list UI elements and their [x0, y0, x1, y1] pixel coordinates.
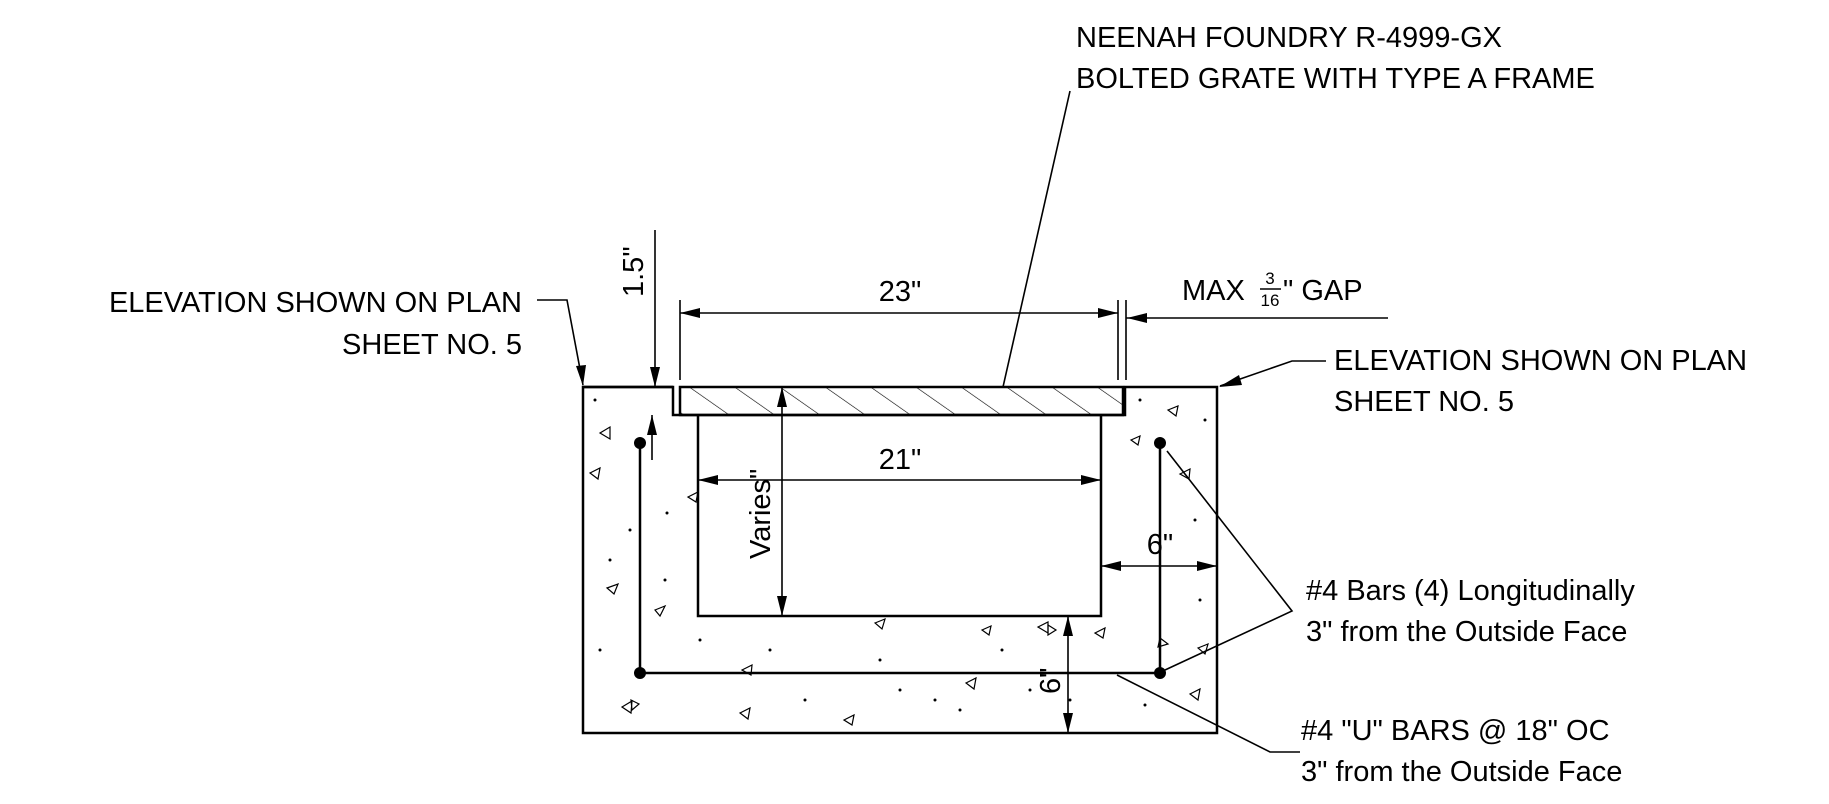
- elev-left-line1: ELEVATION SHOWN ON PLAN: [109, 287, 522, 319]
- elev-left-leader: [537, 299, 584, 386]
- grate-callout-line2: BOLTED GRATE WITH TYPE A FRAME: [1076, 63, 1595, 95]
- channel-outline: [696, 415, 1103, 618]
- gap-label-den: 16: [1261, 291, 1280, 310]
- dim-21-label: 21": [879, 444, 922, 476]
- u-bars-line1: #4 "U" BARS @ 18" OC: [1301, 715, 1610, 747]
- gap-label-num: 3: [1265, 269, 1274, 288]
- u-bar: [638, 443, 1162, 675]
- aggregate-texture: [588, 398, 1209, 726]
- u-bars-leader: [1116, 674, 1300, 753]
- gap-label-suffix: " GAP: [1283, 275, 1363, 307]
- long-bars-leader: [1164, 450, 1294, 671]
- dim-varies-label: Varies": [745, 469, 777, 559]
- elev-right-line2: SHEET NO. 5: [1334, 386, 1514, 418]
- u-bars-line2: 3" from the Outside Face: [1301, 756, 1622, 788]
- elev-right-leader: [1219, 360, 1326, 387]
- elev-right-line1: ELEVATION SHOWN ON PLAN: [1334, 345, 1747, 377]
- dim-23-label: 23": [879, 276, 922, 308]
- dim-wall-label: 6": [1147, 529, 1173, 561]
- concrete-section-outline: [581, 385, 1219, 735]
- grate-hatch: [680, 387, 1123, 415]
- dim-base-label: 6": [1035, 668, 1067, 694]
- grate-leader: [1002, 90, 1071, 388]
- grate-outline: [678, 385, 1125, 417]
- rebar-dot-bottom-left: [634, 667, 646, 679]
- long-bars-line2: 3" from the Outside Face: [1306, 616, 1627, 648]
- long-bars-line1: #4 Bars (4) Longitudinally: [1306, 575, 1635, 607]
- rebar-dot-bottom-right: [1154, 667, 1166, 679]
- rebar-dot-top-right: [1154, 437, 1166, 449]
- gap-label-prefix: MAX: [1182, 275, 1245, 307]
- rebar-dot-top-left: [634, 437, 646, 449]
- grate-callout-line1: NEENAH FOUNDRY R-4999-GX: [1076, 22, 1502, 54]
- dim-1.5-label: 1.5": [618, 246, 650, 297]
- elev-left-line2: SHEET NO. 5: [342, 329, 522, 361]
